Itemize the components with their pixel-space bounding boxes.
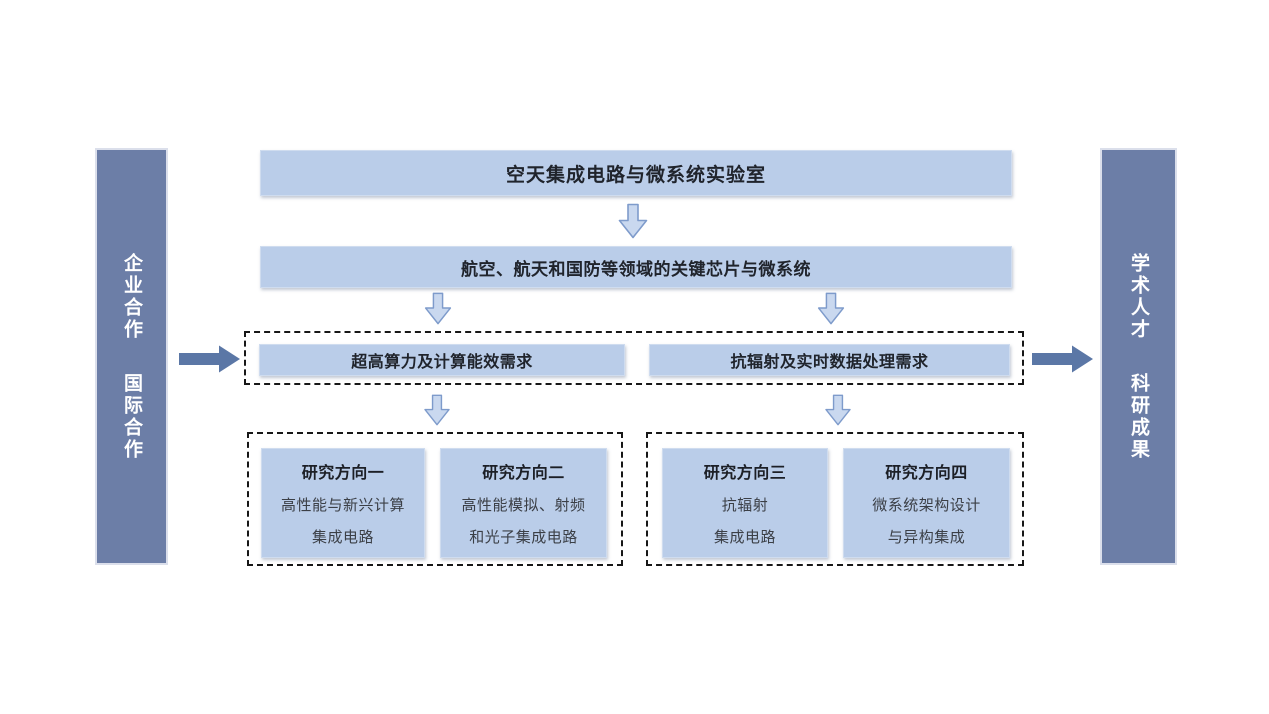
research-direction-3-title: 研究方向三 — [703, 465, 787, 482]
research-direction-4-line2: 与异构集成 — [887, 529, 966, 546]
research-direction-2-line1: 高性能模拟、射频 — [461, 497, 586, 514]
research-direction-1-title: 研究方向一 — [301, 465, 385, 482]
research-direction-3-line1: 抗辐射 — [721, 497, 769, 514]
down-arrow-icon — [817, 292, 845, 325]
research-group-frame-right — [646, 432, 1024, 566]
right-arrow-icon — [1032, 345, 1093, 373]
research-direction-1-box: 研究方向一 高性能与新兴计算 集成电路 — [261, 448, 425, 558]
research-direction-3-line2: 集成电路 — [713, 529, 776, 546]
right-arrow-icon — [179, 345, 240, 373]
research-direction-1-line1: 高性能与新兴计算 — [280, 497, 405, 514]
research-direction-3-box: 研究方向三 抗辐射 集成电路 — [662, 448, 828, 558]
research-direction-1-line2: 集成电路 — [311, 529, 374, 546]
research-group-frame-left — [247, 432, 623, 566]
research-direction-4-line1: 微系统架构设计 — [872, 497, 981, 514]
needs-frame — [244, 331, 1024, 385]
lab-title-banner: 空天集成电路与微系统实验室 — [260, 150, 1012, 196]
enterprise-cooperation-label: 企业合作 — [121, 252, 142, 341]
down-arrow-icon — [825, 394, 851, 426]
research-direction-4-title: 研究方向四 — [885, 465, 968, 482]
computing-need-text: 超高算力及计算能效需求 — [351, 354, 533, 371]
international-cooperation-label: 国际合作 — [121, 372, 142, 461]
lab-title-text: 空天集成电路与微系统实验室 — [505, 164, 766, 186]
research-achievements-label: 科研成果 — [1128, 372, 1149, 461]
radiation-need-box: 抗辐射及实时数据处理需求 — [649, 344, 1010, 376]
domain-banner-text: 航空、航天和国防等领域的关键芯片与微系统 — [461, 259, 811, 279]
radiation-need-text: 抗辐射及实时数据处理需求 — [730, 354, 929, 371]
research-direction-2-box: 研究方向二 高性能模拟、射频 和光子集成电路 — [440, 448, 607, 558]
research-direction-4-box: 研究方向四 微系统架构设计 与异构集成 — [843, 448, 1010, 558]
down-arrow-icon — [424, 394, 450, 426]
computing-need-box: 超高算力及计算能效需求 — [259, 344, 625, 376]
domain-banner: 航空、航天和国防等领域的关键芯片与微系统 — [260, 246, 1012, 288]
enterprise-cooperation-bar: 企业合作 国际合作 — [95, 148, 168, 565]
down-arrow-icon — [618, 203, 648, 239]
academic-talent-label: 学术人才 — [1128, 252, 1149, 341]
academic-outcomes-bar: 学术人才 科研成果 — [1100, 148, 1177, 565]
down-arrow-icon — [424, 292, 452, 325]
research-direction-2-line2: 和光子集成电路 — [469, 529, 578, 546]
research-direction-2-title: 研究方向二 — [482, 465, 565, 482]
